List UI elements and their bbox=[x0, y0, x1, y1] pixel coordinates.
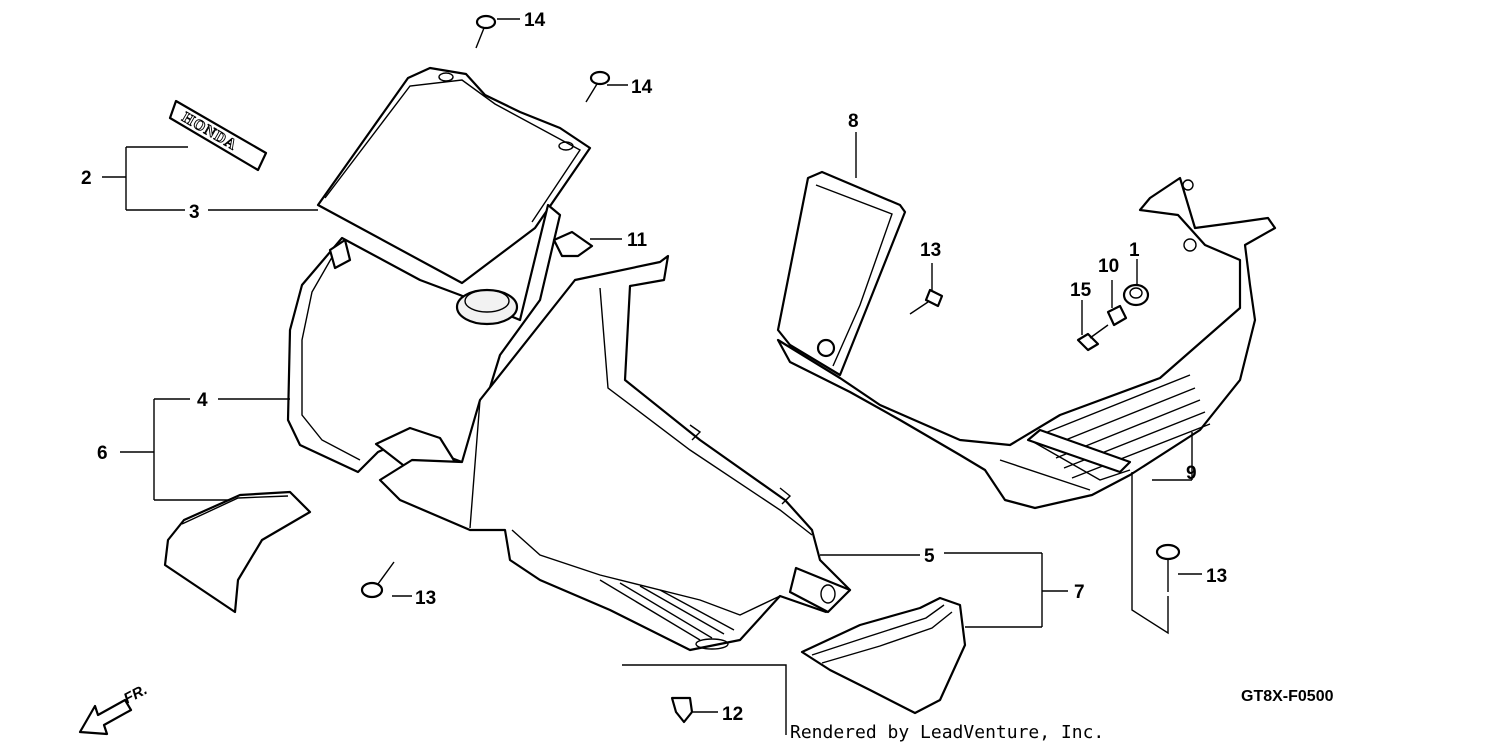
part-13-screw-left bbox=[360, 561, 395, 599]
callout-1: 1 bbox=[1129, 240, 1140, 261]
callout-13-top: 13 bbox=[920, 240, 941, 261]
callout-12: 12 bbox=[722, 704, 743, 725]
callout-14-top: 14 bbox=[524, 10, 546, 31]
callout-labels: 1 2 3 4 5 6 7 8 9 10 11 12 13 13 13 14 1… bbox=[81, 10, 1227, 725]
callout-9: 9 bbox=[1186, 463, 1197, 484]
part-13-screw-top bbox=[909, 288, 944, 315]
callout-7: 7 bbox=[1074, 582, 1085, 603]
callout-13-left: 13 bbox=[415, 588, 436, 609]
callout-4: 4 bbox=[197, 390, 208, 411]
part-8-upper-panel bbox=[776, 170, 907, 377]
diagram-code: GT8X-F0500 bbox=[1241, 688, 1334, 705]
callout-5: 5 bbox=[924, 546, 935, 567]
part-15-bolt bbox=[1076, 324, 1109, 352]
callout-8: 8 bbox=[848, 111, 859, 132]
part-11-clip bbox=[552, 230, 594, 258]
credit-text: Rendered by LeadVenture, Inc. bbox=[790, 722, 1104, 743]
callout-14-mid: 14 bbox=[631, 77, 653, 98]
callout-3: 3 bbox=[189, 202, 200, 223]
part-14-screw-mid bbox=[585, 70, 611, 103]
part-12-rivet bbox=[670, 696, 694, 724]
leader-lines bbox=[102, 18, 1202, 735]
callout-13-right: 13 bbox=[1206, 566, 1227, 587]
part-13-screw-right bbox=[1155, 543, 1181, 592]
callout-6: 6 bbox=[97, 443, 108, 464]
part-10-collar bbox=[1106, 304, 1128, 327]
part-1-grommet bbox=[1122, 283, 1150, 307]
part-6-left-lower-cover bbox=[163, 490, 312, 614]
front-direction-indicator: FR. bbox=[78, 681, 150, 736]
part-5-front-cover bbox=[378, 254, 852, 652]
callout-15: 15 bbox=[1070, 280, 1092, 301]
part-3-top-cover bbox=[316, 66, 592, 285]
callout-10: 10 bbox=[1098, 256, 1119, 277]
part-14-screw-top bbox=[475, 14, 497, 49]
front-arrow-icon bbox=[78, 698, 133, 736]
callout-11: 11 bbox=[627, 230, 648, 251]
callout-2: 2 bbox=[81, 168, 92, 189]
part-9-floor-cover bbox=[776, 176, 1277, 510]
part-7-right-lower-cover bbox=[800, 596, 967, 715]
part-2-honda-emblem: HONDA bbox=[168, 99, 268, 172]
